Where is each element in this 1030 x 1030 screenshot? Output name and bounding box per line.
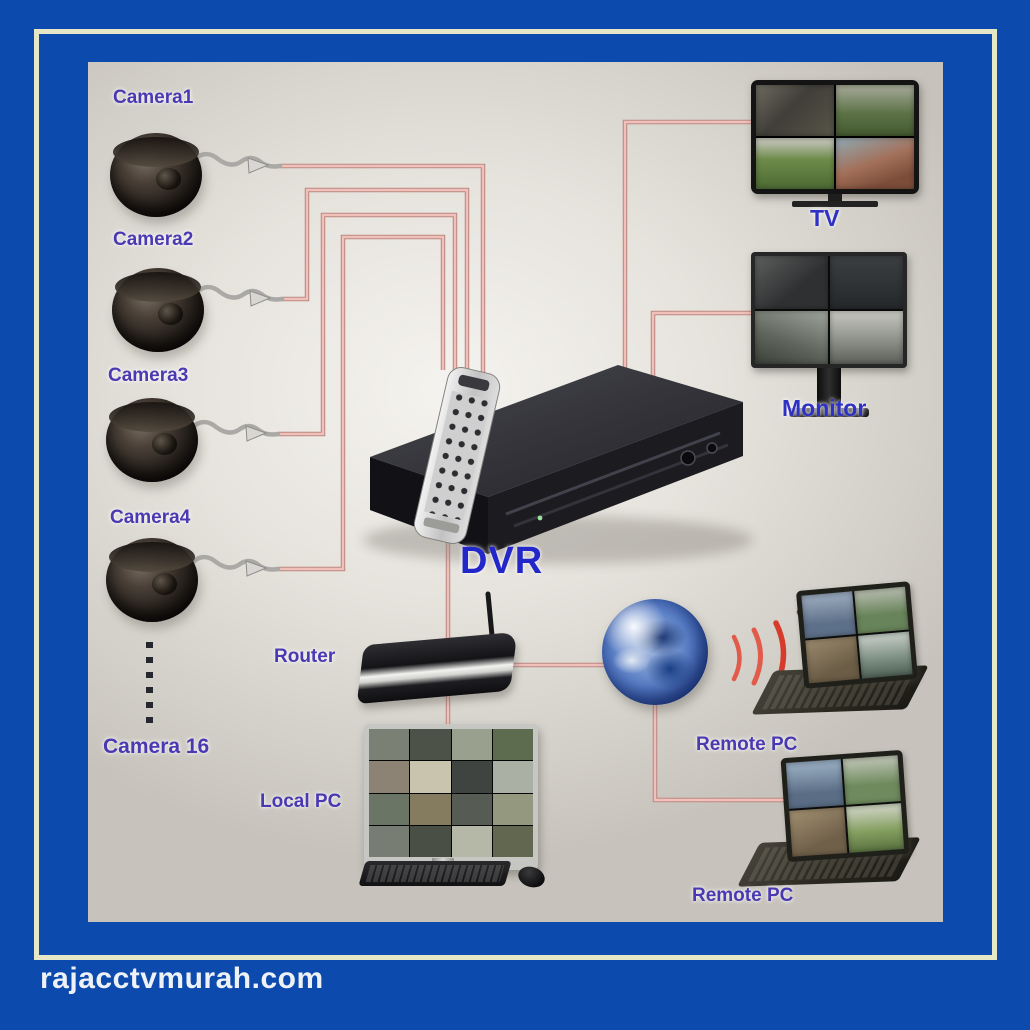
tv-view-1: [756, 85, 834, 136]
cctv-diagram-panel: Camera1 Camera2 Camera3 Camera4 Camera 1…: [88, 62, 943, 922]
laptop2-quad-view: [785, 755, 905, 857]
pc-view: [492, 729, 533, 761]
camera2-label: Camera2: [113, 229, 194, 250]
monitor-view-4: [830, 311, 903, 364]
tv-view-3: [756, 138, 834, 189]
pc-view: [492, 761, 533, 793]
camera1-label: Camera1: [113, 87, 194, 108]
monitor-bezel: [751, 252, 907, 368]
camera3-label: Camera3: [108, 365, 189, 386]
pc-view: [369, 729, 410, 761]
laptop2-view-3: [789, 807, 848, 857]
monitor-view-3: [755, 311, 828, 364]
monitor-stand: [789, 408, 869, 417]
laptop1-quad-view: [801, 586, 913, 684]
pc-view: [451, 825, 492, 857]
watermark-text: rajacctvmurah.com: [40, 962, 324, 995]
laptop1-screen: [795, 581, 919, 689]
remote-pc-bottom-label: Remote PC: [692, 885, 794, 906]
tv-bezel: [751, 80, 919, 194]
laptop1-view-3: [805, 636, 860, 684]
dome-camera-3: [106, 398, 198, 482]
pc-view: [369, 761, 410, 793]
tv-view-4: [836, 138, 914, 189]
local-pc-keyboard: [358, 861, 512, 886]
laptop2-view-2: [842, 755, 901, 805]
local-pc-multiview: [369, 729, 533, 857]
tv-screen-quad-view: [756, 85, 914, 189]
laptop2-screen: [780, 749, 910, 863]
tv-device: [751, 80, 919, 207]
camera16-label: Camera 16: [103, 735, 210, 758]
tv-label: TV: [810, 205, 840, 231]
dome-camera-4: [106, 538, 198, 622]
laptop1-view-1: [801, 591, 856, 639]
monitor-pedestal: [817, 368, 841, 408]
tv-neck: [828, 194, 842, 201]
pc-view: [451, 761, 492, 793]
pc-view: [410, 761, 451, 793]
dome-camera-2: [112, 268, 204, 352]
pc-view: [492, 793, 533, 825]
tv-stand: [792, 201, 878, 207]
dvr-label: DVR: [460, 540, 544, 582]
remote-control: [413, 367, 501, 544]
pc-view: [451, 793, 492, 825]
monitor-screen-quad-view: [755, 256, 903, 364]
router-label: Router: [274, 646, 336, 667]
laptop1-view-4: [858, 631, 913, 679]
camera-pigtail-cables: [187, 151, 285, 572]
pc-view: [369, 825, 410, 857]
monitor-label: Monitor: [782, 395, 867, 421]
internet-globe: [602, 599, 708, 705]
dome-camera-1: [110, 133, 202, 217]
local-pc-monitor: [364, 724, 538, 870]
pc-view: [369, 793, 410, 825]
more-cameras-ellipsis: [146, 642, 153, 732]
laptop2-view-1: [785, 759, 844, 809]
pc-view: [410, 825, 451, 857]
tv-view-2: [836, 85, 914, 136]
monitor-view-1: [755, 256, 828, 309]
monitor-device: [751, 252, 907, 417]
camera4-label: Camera4: [110, 507, 191, 528]
pigtail-connectors: [245, 157, 272, 577]
laptop2-view-4: [846, 803, 905, 853]
pc-view: [451, 729, 492, 761]
monitor-view-2: [830, 256, 903, 309]
remote-pc-top-label: Remote PC: [696, 734, 798, 755]
pc-view: [492, 825, 533, 857]
decorative-frame: [34, 29, 997, 960]
local-pc-label: Local PC: [260, 791, 342, 812]
pc-view: [410, 793, 451, 825]
pc-view: [410, 729, 451, 761]
laptop1-view-2: [854, 586, 909, 634]
